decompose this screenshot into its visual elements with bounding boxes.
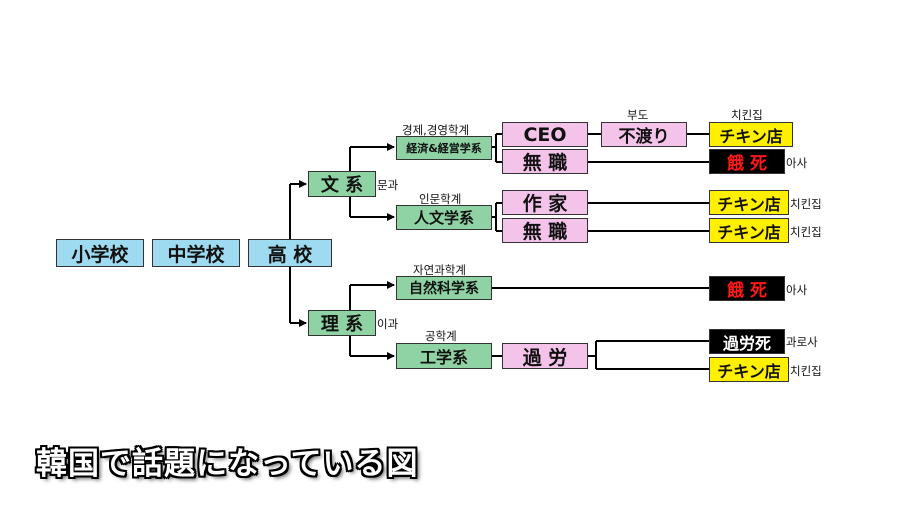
note-starvation-2-ko: 아사 — [786, 283, 808, 297]
node-liberal-arts: 人文学系 — [396, 205, 492, 230]
note-humanities-ko: 문과 — [377, 178, 399, 192]
node-science: 理 系 — [308, 310, 376, 336]
node-ceo: CEO — [502, 122, 588, 147]
note-chicken-2-ko: 치킨집 — [790, 197, 822, 211]
note-chicken-4-ko: 치킨집 — [790, 364, 822, 378]
note-karoshi-ko: 과로사 — [786, 335, 818, 349]
note-science-ko: 이과 — [377, 317, 399, 331]
node-econ-management: 経済&経営学系 — [396, 136, 492, 160]
node-chicken-shop-4: チキン店 — [709, 357, 789, 382]
node-writer: 作 家 — [502, 190, 588, 215]
starvation-2-label: 餓 死 — [727, 281, 767, 301]
note-engineering-ko: 공학계 — [425, 329, 457, 343]
starvation-1-label: 餓 死 — [727, 154, 767, 174]
node-overwork: 過 労 — [502, 343, 588, 369]
node-natural-science: 自然科学系 — [396, 276, 492, 300]
note-starvation-1-ko: 아사 — [786, 156, 808, 170]
node-unemployed-2: 無 職 — [502, 218, 588, 243]
node-elementary-school: 小学校 — [56, 239, 144, 267]
node-chicken-shop-3: チキン店 — [709, 218, 789, 243]
note-natural-sci-ko: 자연과학계 — [413, 263, 466, 277]
caption-title: 韓国で話題になっている図 — [36, 446, 419, 482]
node-engineering: 工学系 — [396, 343, 492, 369]
node-default: 不渡り — [601, 122, 687, 147]
node-chicken-shop-1: チキン店 — [709, 122, 793, 147]
node-middle-school: 中学校 — [152, 239, 240, 267]
note-econ-ko: 경제,경영학계 — [402, 123, 470, 137]
node-high-school: 高 校 — [248, 239, 332, 267]
note-liberal-arts-ko: 인문학계 — [419, 192, 462, 206]
node-chicken-shop-2: チキン店 — [709, 190, 789, 215]
node-starvation-2: 餓 死 — [709, 276, 785, 301]
note-chicken-1-ko: 치킨집 — [731, 108, 763, 122]
node-karoshi: 過労死 — [709, 329, 785, 354]
note-default-ko: 부도 — [627, 108, 649, 122]
node-starvation-1: 餓 死 — [709, 149, 785, 174]
note-chicken-3-ko: 치킨집 — [790, 225, 822, 239]
node-humanities: 文 系 — [308, 171, 376, 197]
node-unemployed-1: 無 職 — [502, 149, 588, 174]
